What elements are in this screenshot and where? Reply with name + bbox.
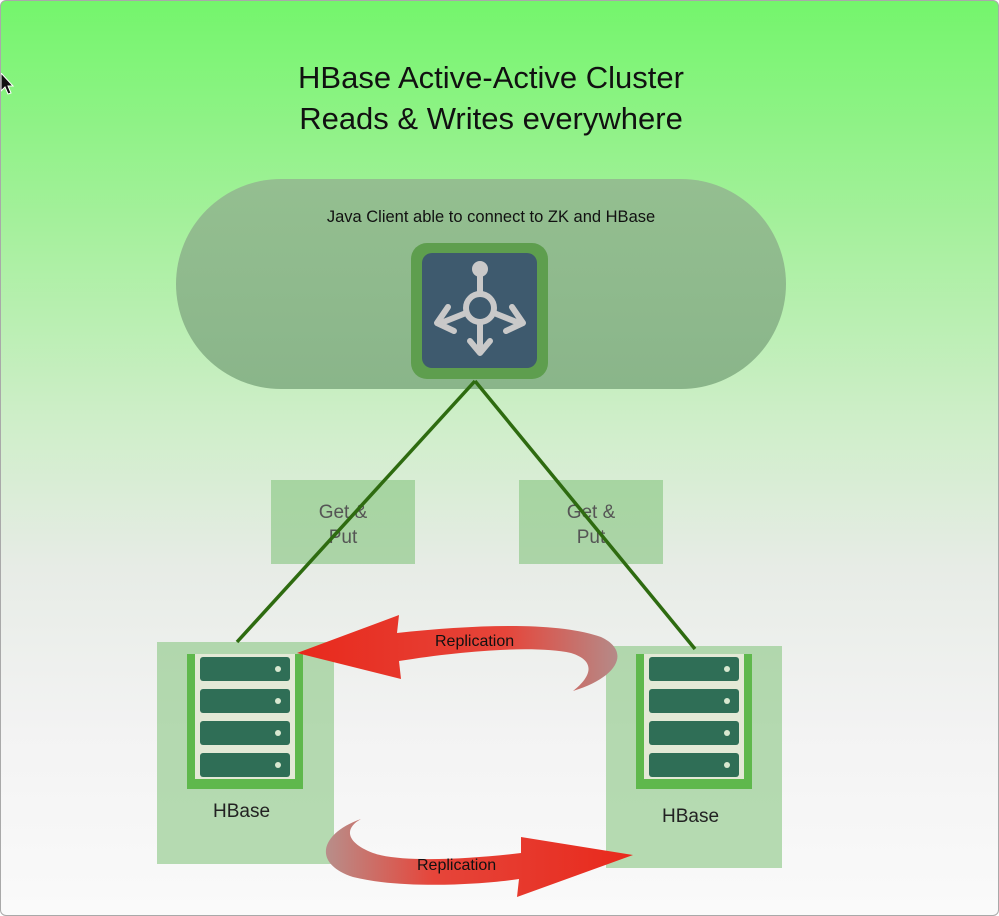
client-connectors [235,379,697,651]
server-rack-icon [636,654,752,789]
server-rack-icon [187,654,303,789]
replication-label-bottom: Replication [417,857,497,874]
connector-right [473,379,697,651]
replication-arrow-top [297,615,618,691]
connector-left [235,379,477,644]
java-client-label: Java Client able to connect to ZK and HB… [326,208,656,226]
hbase-node-label: HBase [662,806,720,827]
diagram-title: HBase Active-Active Cluster [298,60,684,95]
mouse-pointer-icon [1,73,15,95]
get-put-box-left: Get & Put [271,480,415,564]
replication-arrow-bottom [325,819,633,897]
hbase-node-label: HBase [213,801,271,822]
replication-label-top: Replication [435,633,515,650]
get-put-box-right: Get & Put [519,480,663,564]
diagram-subtitle: Reads & Writes everywhere [299,101,683,136]
network-hub-icon [411,243,548,379]
get-put-line1: Get & [318,502,368,523]
